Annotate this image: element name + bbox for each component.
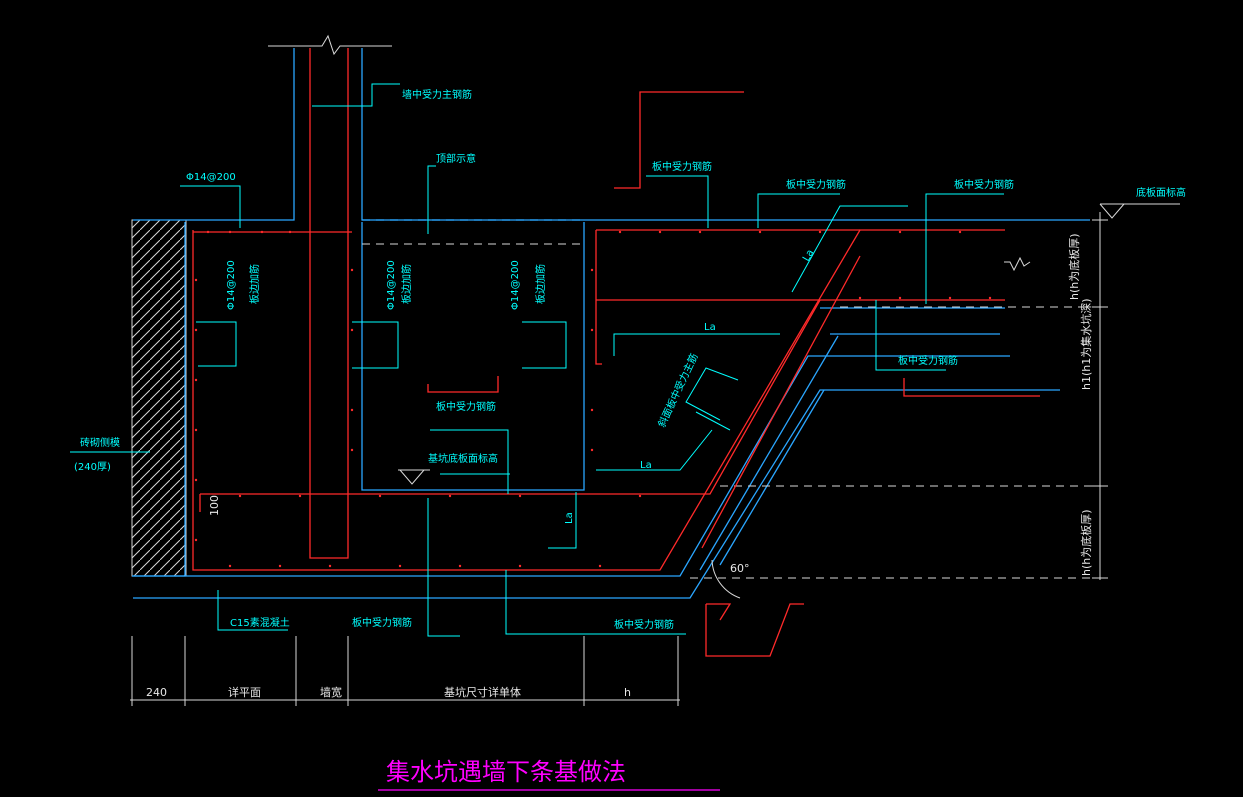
dim-wall: 墙宽 xyxy=(320,685,342,699)
label-masonry-wall: 砖砌侧模 xyxy=(80,436,120,449)
drawing-title: 集水坑遇墙下条基做法 xyxy=(386,758,626,786)
label-masonry-thk: (240厚) xyxy=(74,461,111,473)
rebar-dots xyxy=(194,230,992,568)
label-dim-100: 100 xyxy=(208,495,221,516)
label-la-1: La xyxy=(704,322,716,333)
label-edge-add-left: 板边加筋 xyxy=(248,264,261,304)
masonry-wall-hatch xyxy=(131,219,187,577)
label-slab-bar-7: 板中受力钢筋 xyxy=(614,618,674,631)
label-h-slab: h(h为底板厚) xyxy=(1067,233,1081,300)
label-slab-bar-1: 板中受力钢筋 xyxy=(652,160,712,173)
elevation-markers xyxy=(398,203,1180,485)
label-h-slab-2: h(h为底板厚) xyxy=(1079,509,1093,576)
label-edge-add-mid: 板边加筋 xyxy=(400,264,413,304)
dim-pit-size: 基坑尺寸详单体 xyxy=(444,685,521,699)
label-angle: 60° xyxy=(730,562,750,575)
label-rebar-left: Φ14@200 xyxy=(226,260,237,310)
bottom-dimension xyxy=(130,636,680,706)
label-rebar-top: Φ14@200 xyxy=(186,172,236,183)
label-slab-bar-2: 板中受力钢筋 xyxy=(786,178,846,191)
right-dimension xyxy=(1004,212,1108,580)
label-pit-floor-elev: 基坑底板面标高 xyxy=(428,452,498,465)
label-slope-bar: 斜面板中受力主筋 xyxy=(655,351,701,429)
dim-detail: 详平面 xyxy=(228,685,261,699)
label-h1-pit: h1(h1为集水坑深) xyxy=(1079,298,1093,390)
label-wall-main-bar: 墙中受力主钢筋 xyxy=(402,88,472,101)
label-slab-bar-4: 板中受力钢筋 xyxy=(436,400,496,413)
dashed-lines xyxy=(362,219,1100,579)
label-slab-bar-6: 板中受力钢筋 xyxy=(352,616,412,629)
label-rebar-mid: Φ14@200 xyxy=(386,260,397,310)
label-la-2: La xyxy=(640,460,652,471)
label-la-3: La xyxy=(801,248,816,264)
label-slab-bar-5: 板中受力钢筋 xyxy=(898,354,958,367)
dim-h: h xyxy=(624,686,631,699)
label-top-note: 顶部示意 xyxy=(436,152,476,165)
leader-lines xyxy=(70,83,1004,637)
dim-240: 240 xyxy=(146,686,167,699)
rebar-lines xyxy=(192,48,1040,657)
label-floor-elev: 底板面标高 xyxy=(1136,186,1186,199)
label-edge-add-right: 板边加筋 xyxy=(534,264,547,304)
label-la-4: La xyxy=(564,512,575,524)
label-c15: C15素混凝土 xyxy=(230,616,290,629)
label-slab-bar-3: 板中受力钢筋 xyxy=(954,178,1014,191)
concrete-outline xyxy=(132,48,1090,599)
label-rebar-right: Φ14@200 xyxy=(510,260,521,310)
wall-break-symbol xyxy=(268,34,392,56)
angle-arc xyxy=(711,559,741,599)
